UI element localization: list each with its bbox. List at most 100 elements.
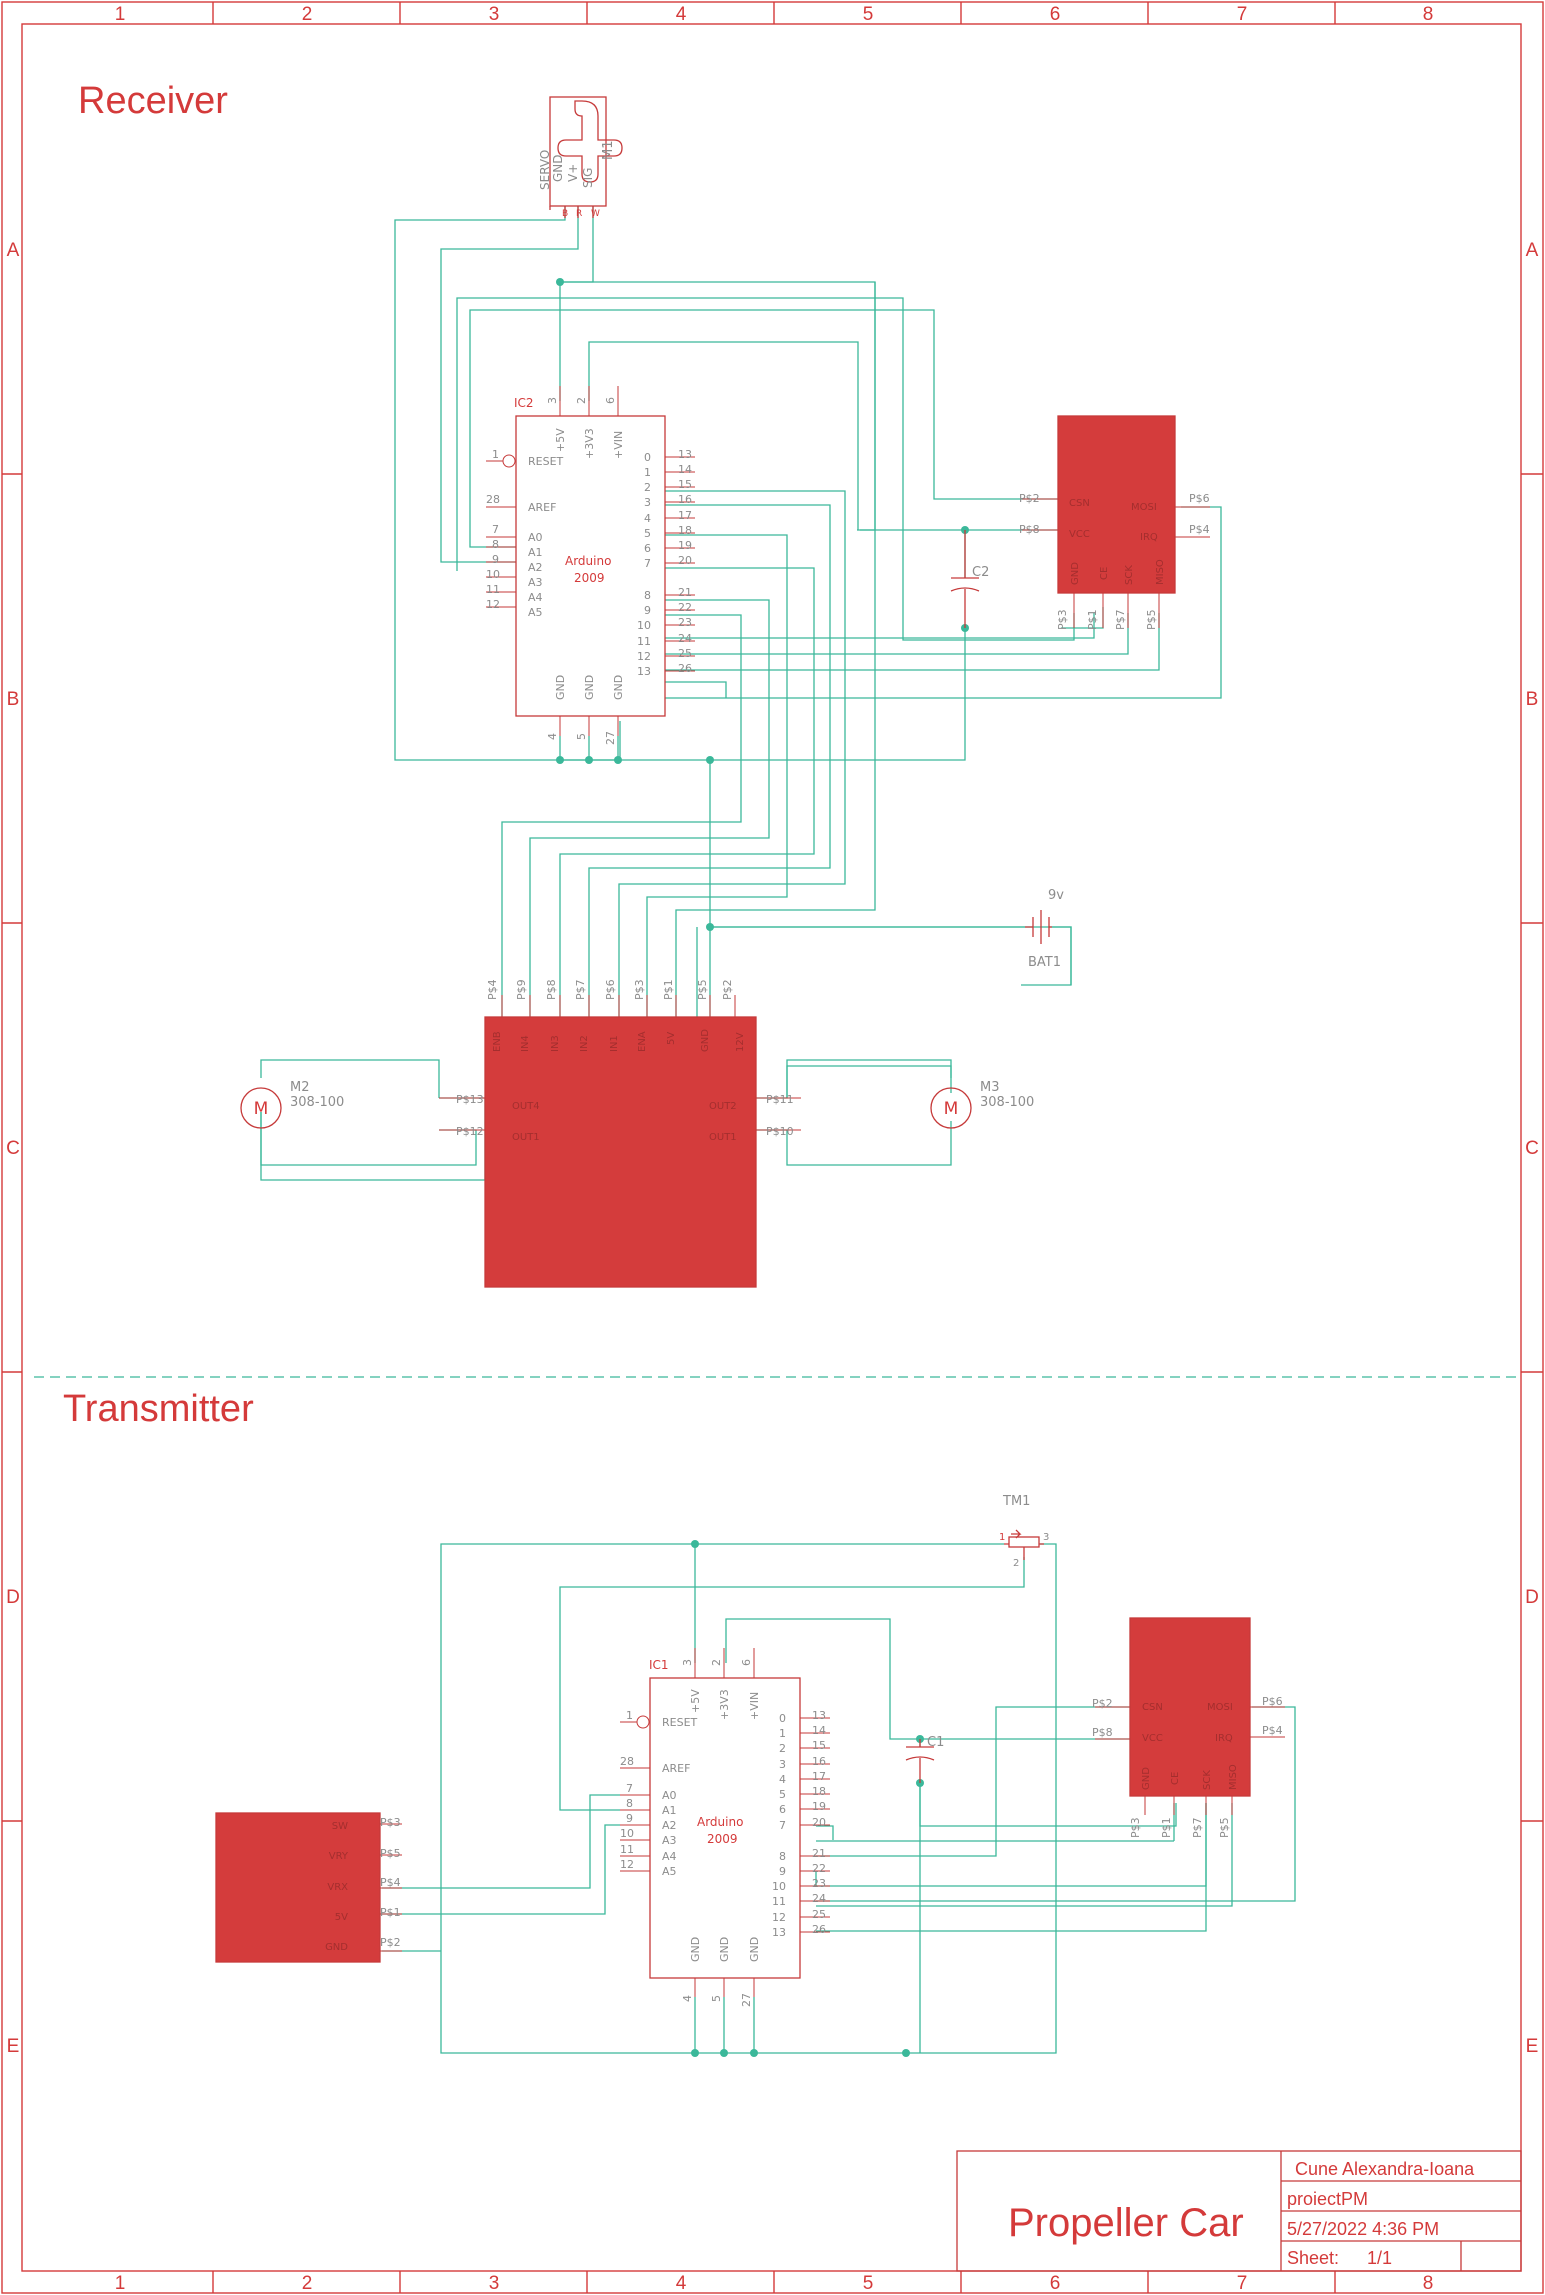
ic1-pin-d: 13 (772, 1926, 786, 1939)
ic1-num: 25 (812, 1908, 826, 1921)
ic2-pin-d: 7 (644, 557, 651, 570)
rft-pin: P$4 (1262, 1724, 1283, 1737)
ic2-pin-a1: A1 (528, 546, 543, 559)
ic1-pin-aref: AREF (662, 1762, 690, 1775)
ic1-pin-d: 3 (779, 1758, 786, 1771)
drv-inner: OUT4 (512, 1101, 540, 1112)
receiver-heading: Receiver (78, 80, 228, 122)
ic1-num: 21 (812, 1847, 826, 1860)
ic2-pin-d: 8 (644, 589, 651, 602)
joy-inner: VRX (327, 1882, 348, 1893)
ic1-num: 10 (620, 1827, 634, 1840)
ic2-num: 16 (678, 493, 692, 506)
ic2-num: 20 (678, 554, 692, 567)
ic1-model-num: 2009 (707, 1832, 738, 1846)
rft-inner: IRQ (1215, 1733, 1233, 1744)
ic2-pin-a2: A2 (528, 561, 543, 574)
ic1-num: 2 (710, 1659, 723, 1666)
transmitter-junctions (691, 1540, 924, 2057)
ic1-num: 9 (626, 1812, 633, 1825)
rfr-pin: P$5 (1145, 609, 1158, 630)
ic1-pin-vin: +VIN (748, 1692, 761, 1720)
rft-inner: MISO (1228, 1764, 1239, 1790)
c2-label: C2 (972, 565, 989, 580)
drv-pin: P$7 (574, 979, 587, 1000)
drv-pin: P$8 (545, 979, 558, 1000)
ic2-num: 17 (678, 509, 692, 522)
tm1-pin: 2 (1013, 1558, 1019, 1569)
ic1-num: 19 (812, 1800, 826, 1813)
ic1-num: 7 (626, 1782, 633, 1795)
ic2-model-num: 2009 (574, 571, 605, 585)
ic1-num: 12 (620, 1858, 634, 1871)
servo-wire-b: B (562, 209, 568, 219)
rfr-inner: CSN (1069, 498, 1090, 509)
row-label-right: D (1525, 1587, 1539, 1608)
col-label-top: 5 (863, 4, 874, 25)
rfr-pin: P$4 (1189, 523, 1210, 536)
rft-inner: CSN (1142, 1702, 1163, 1713)
rfr-inner: MOSI (1131, 502, 1157, 513)
joy-pin: P$5 (380, 1847, 401, 1860)
arduino-ic2: IC2 Arduino 2009 +5V +3V3 +VIN GND GND G… (486, 386, 695, 745)
ic1-num: 6 (740, 1659, 753, 1666)
ic2-num: 19 (678, 539, 692, 552)
drv-inner: IN3 (550, 1035, 561, 1052)
col-label-top: 6 (1050, 4, 1061, 25)
ic1-pin-a5: A5 (662, 1865, 677, 1878)
rft-pin: P$6 (1262, 1695, 1283, 1708)
drv-inner: 12V (735, 1032, 746, 1052)
ic2-pin-gnd: GND (583, 675, 596, 700)
ic2-pin-d: 4 (644, 512, 651, 525)
rfr-inner: GND (1070, 562, 1081, 585)
drv-inner: ENA (637, 1031, 648, 1052)
rf-module-transmitter: P$2 P$8 P$6 P$4 P$3 P$1 P$7 P$5 CSN VCC … (1092, 1617, 1285, 1838)
ic1-num: 4 (681, 1995, 694, 2002)
ic2-pin-a4: A4 (528, 591, 543, 604)
drv-pin: P$10 (766, 1125, 794, 1138)
ic2-name: IC2 (514, 396, 534, 410)
rfr-pin: P$1 (1086, 609, 1099, 630)
drv-inner: OUT1 (512, 1132, 540, 1143)
ic1-pin-d: 12 (772, 1911, 786, 1924)
col-label-bottom: 4 (676, 2273, 687, 2294)
ic1-pin-d: 7 (779, 1819, 786, 1832)
ic1-num: 22 (812, 1862, 826, 1875)
ic1-num: 1 (626, 1709, 633, 1722)
ic1-num: 23 (812, 1877, 826, 1890)
col-label-top: 3 (489, 4, 500, 25)
ic2-pin-a3: A3 (528, 576, 543, 589)
rft-inner: VCC (1142, 1733, 1163, 1744)
motor-m3: M M3 308-100 (930, 1080, 1034, 1129)
ic2-num: 24 (678, 632, 692, 645)
ic2-pin-3v3: +3V3 (583, 428, 596, 459)
ic1-num: 17 (812, 1770, 826, 1783)
ic2-num: 18 (678, 524, 692, 537)
servo-wire-w: W (591, 209, 600, 219)
rft-inner: SCK (1202, 1770, 1213, 1790)
joy-inner: GND (325, 1942, 348, 1953)
ic2-pin-d: 13 (637, 665, 651, 678)
drv-inner: 5V (666, 1032, 677, 1045)
ic2-num: 9 (492, 553, 499, 566)
row-label-left: C (6, 1138, 20, 1159)
title-block-author: Cune Alexandra-Ioana (1295, 2159, 1475, 2179)
ic2-num: 26 (678, 662, 692, 675)
servo-m1: SERVO GND V+ SIG M1 B R W (538, 96, 623, 219)
ic1-pin-a1: A1 (662, 1804, 677, 1817)
ic1-num: 14 (812, 1724, 826, 1737)
title-block-project: proiectPM (1287, 2189, 1368, 2209)
ic1-num: 5 (710, 1995, 723, 2002)
row-label-left: A (7, 240, 20, 261)
motor-m3-name: M3 (980, 1080, 1000, 1095)
ic2-num: 10 (486, 568, 500, 581)
ic1-num: 18 (812, 1785, 826, 1798)
receiver-wires (260, 206, 1222, 1181)
ic1-pin-gnd: GND (718, 1937, 731, 1962)
ic2-num: 27 (604, 731, 617, 745)
ic1-num: 15 (812, 1739, 826, 1752)
ic2-num: 21 (678, 586, 692, 599)
motor-driver: P$4 P$9 P$8 P$7 P$6 P$3 P$1 P$5 P$2 ENB … (439, 979, 801, 1288)
ic1-num: 24 (812, 1892, 826, 1905)
drv-inner: OUT2 (709, 1101, 737, 1112)
